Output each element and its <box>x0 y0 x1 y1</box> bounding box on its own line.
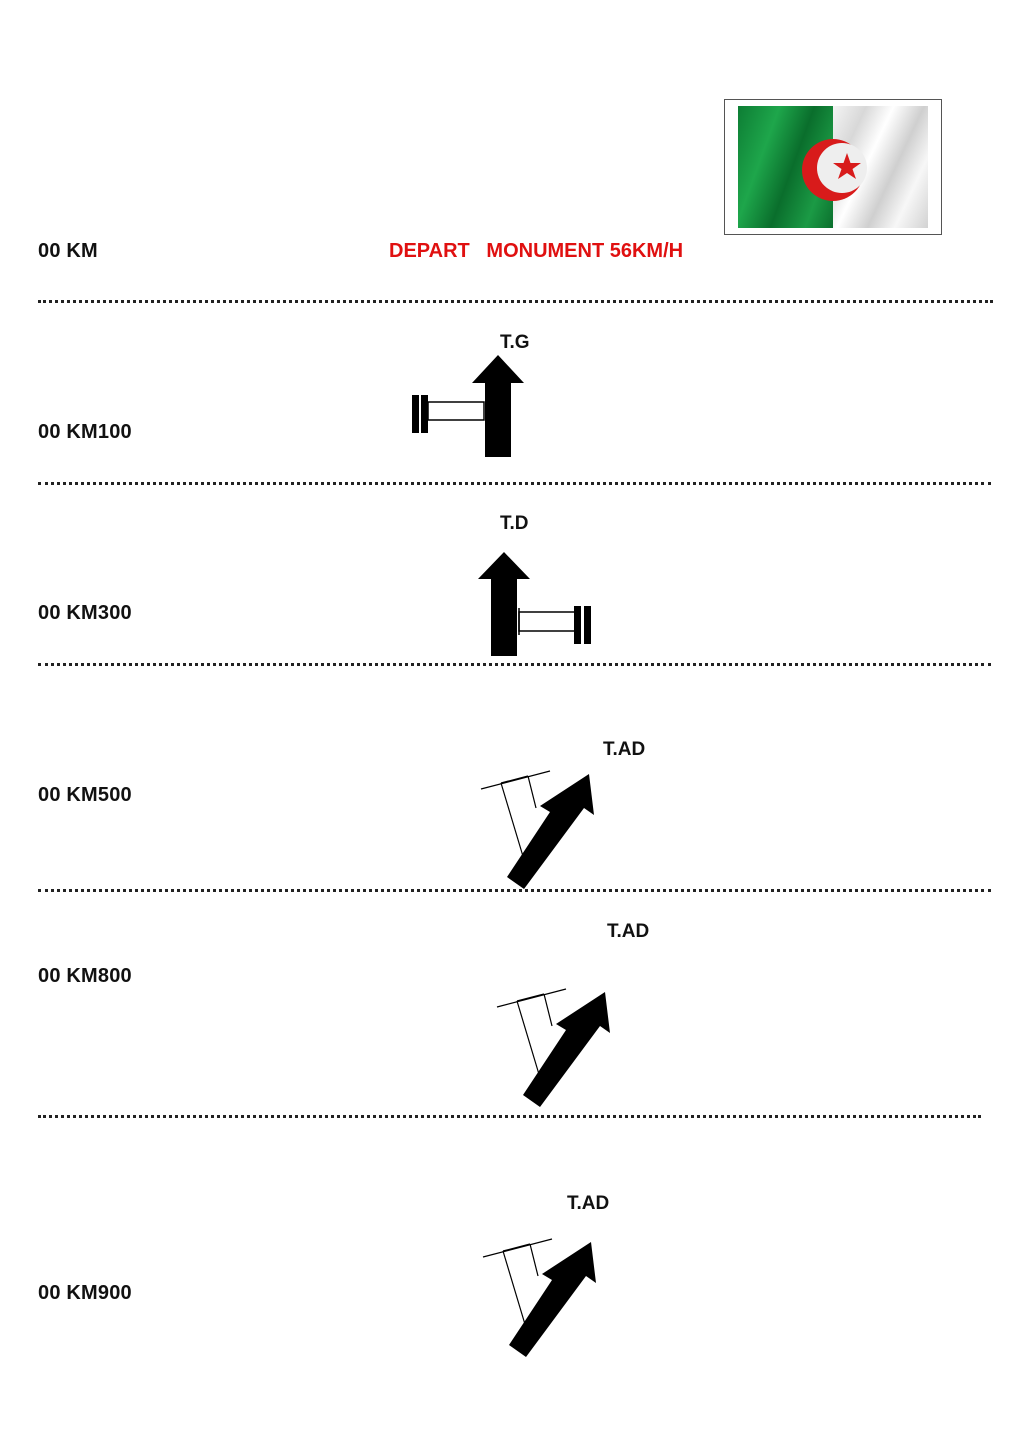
crescent-star-icon <box>802 139 867 201</box>
turn-right-arrow-icon <box>478 552 591 656</box>
dotted-separator <box>38 1115 981 1118</box>
direction-label-td: T.D <box>500 513 529 534</box>
km-marker: 00 KM300 <box>38 602 132 624</box>
dotted-separator <box>38 482 991 485</box>
direction-label-tad: T.AD <box>607 921 650 942</box>
flag-frame <box>724 99 942 235</box>
km-marker: 00 KM100 <box>38 421 132 443</box>
km-marker: 00 KM500 <box>38 784 132 806</box>
algeria-flag-icon <box>738 106 928 228</box>
km-marker-start: 00 KM <box>38 240 98 262</box>
bear-right-arrow-icon <box>496 988 610 1107</box>
dotted-separator <box>38 663 991 666</box>
dotted-separator <box>38 889 991 892</box>
route-title: DEPART MONUMENT 56KM/H <box>389 240 684 262</box>
km-marker: 00 KM800 <box>38 965 132 987</box>
km-marker: 00 KM900 <box>38 1282 132 1304</box>
bear-right-arrow-icon <box>482 1238 596 1357</box>
dotted-separator <box>38 300 993 303</box>
turn-left-arrow-icon <box>412 355 524 457</box>
bear-right-arrow-icon <box>480 770 594 889</box>
direction-label-tg: T.G <box>500 332 530 353</box>
direction-label-tad: T.AD <box>603 739 646 760</box>
direction-label-tad: T.AD <box>567 1193 610 1214</box>
